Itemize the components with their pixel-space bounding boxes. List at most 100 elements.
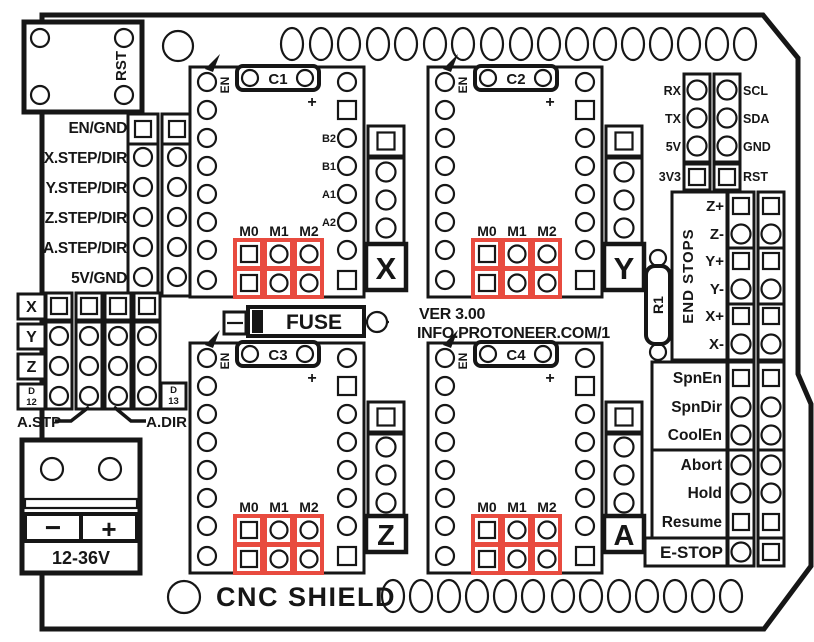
control-pin: Abort: [681, 457, 722, 474]
en-label: EN: [456, 353, 470, 370]
microstep-jumpers-c3: M0 M1 M2: [233, 499, 324, 575]
comm-left-label: RX: [664, 84, 682, 98]
signal-row-label: Y.STEP/DIR: [46, 180, 128, 197]
m0-label: M0: [239, 223, 259, 239]
end-stops: END STOPS Z+ Z- Y+ Y- X+ X-: [670, 190, 786, 362]
comm-right-label: RST: [743, 170, 768, 184]
power-terminal: − + 12-36V: [19, 437, 143, 576]
cap-id-c1: C1: [268, 71, 287, 88]
m1-label: M1: [269, 499, 289, 515]
cap-id-c2: C2: [506, 71, 525, 88]
axis-label-z: Z: [377, 520, 395, 552]
endstop-pin: X+: [705, 308, 724, 325]
en-label: EN: [218, 77, 232, 94]
m2-label: M2: [299, 223, 319, 239]
m2-label: M2: [537, 223, 557, 239]
grid-row-z: Z: [27, 359, 37, 376]
axis-label-a: A: [614, 520, 635, 552]
power-minus: −: [45, 512, 61, 543]
m2-label: M2: [537, 499, 557, 515]
pin-label-b2: B2: [322, 133, 336, 145]
reset-label: RST: [113, 51, 130, 81]
spindle-pin: SpnEn: [673, 370, 722, 387]
r1-label: R1: [650, 296, 666, 314]
grid-row-x: X: [26, 299, 37, 316]
grid-row-y: Y: [26, 329, 37, 346]
m1-label: M1: [269, 223, 289, 239]
comm-right-label: SCL: [743, 84, 768, 98]
signal-row-label: EN/GND: [69, 120, 128, 137]
a-step-label: A.STP: [17, 414, 61, 431]
control-pin: Hold: [688, 485, 722, 502]
en-label: EN: [456, 77, 470, 94]
grid-d13-num: 13: [168, 396, 179, 407]
fuse-label: FUSE: [286, 311, 342, 334]
spindle-control-block: SpnEn SpnDir CoolEn Abort Hold Resume E-…: [643, 360, 786, 568]
a-dir-label: A.DIR: [146, 414, 187, 431]
comm-right-label: SDA: [743, 112, 769, 126]
fuse: FUSE: [222, 305, 389, 338]
axis-label-x: X: [376, 251, 397, 286]
spindle-pin: SpnDir: [671, 399, 722, 416]
top-header-pads: [279, 26, 758, 62]
mounting-holes: [161, 29, 202, 615]
en-label: EN: [218, 353, 232, 370]
grid-row-d12-num: 12: [26, 397, 37, 408]
axis-label-y: Y: [614, 251, 635, 286]
microstep-jumpers-c4: M0 M1 M2: [471, 499, 562, 575]
endstop-pin: Z+: [706, 198, 724, 215]
a-dir-pointer: [112, 405, 146, 423]
comm-header: RX TX 5V 3V3 SCL SDA GND RST: [659, 72, 771, 192]
comm-right-label: GND: [743, 140, 771, 154]
spindle-pin: CoolEn: [668, 427, 722, 444]
motor-connector-a: A: [601, 400, 647, 555]
m0-label: M0: [239, 499, 259, 515]
motor-connector-y: Y: [601, 124, 647, 293]
motor-connector-x: X: [363, 124, 409, 293]
driver-socket-c4: EN C4 + M0 M1 M2 A: [426, 330, 647, 575]
m0-label: M0: [477, 223, 497, 239]
pin-label-b1: B1: [322, 161, 336, 173]
m1-label: M1: [507, 499, 527, 515]
microstep-jumpers-c2: M0 M1 M2: [471, 223, 562, 299]
reset-button: RST: [21, 19, 145, 115]
comm-left-label: 3V3: [659, 170, 681, 184]
board-name: CNC SHIELD: [216, 582, 396, 612]
motor-connector-z: Z: [363, 400, 409, 555]
cap-plus: +: [545, 370, 554, 387]
grid-row-d12: D: [28, 386, 35, 397]
cap-id-c3: C3: [268, 347, 287, 364]
pin-label-a2: A2: [322, 217, 336, 229]
end-stops-title: END STOPS: [680, 228, 697, 323]
board-version: VER 3.00: [419, 306, 485, 323]
grid-d13: D: [170, 385, 177, 396]
cap-plus: +: [307, 94, 316, 111]
cap-plus: +: [307, 370, 316, 387]
endstop-pin: Y-: [710, 281, 724, 298]
axis-jumper-grid: X Y Z D 12 D 13 A.STP A.DIR: [16, 291, 188, 431]
pin-label-a1: A1: [322, 189, 336, 201]
comm-left-label: TX: [665, 112, 682, 126]
signal-row-label: Z.STEP/DIR: [45, 210, 127, 227]
power-range: 12-36V: [52, 548, 110, 568]
cap-id-c4: C4: [506, 347, 526, 364]
endstop-pin: Y+: [705, 253, 724, 270]
endstop-pin: Z-: [710, 226, 724, 243]
endstop-pin: X-: [709, 336, 724, 353]
cap-plus: +: [545, 94, 554, 111]
a-step-pointer: [55, 405, 91, 423]
signal-row-label: X.STEP/DIR: [44, 150, 127, 167]
m0-label: M0: [477, 499, 497, 515]
board-website: INFO.PROTONEER.COM/1: [417, 325, 610, 342]
estop-label: E-STOP: [660, 543, 723, 562]
driver-socket-c3: EN C3 + M0 M1 M2 Z: [188, 330, 409, 575]
microstep-jumpers-c1: M0 M1 M2: [233, 223, 324, 299]
m1-label: M1: [507, 223, 527, 239]
power-plus: +: [101, 514, 116, 544]
comm-left-label: 5V: [666, 140, 682, 154]
signal-row-label: A.STEP/DIR: [43, 240, 127, 257]
signal-header: EN/GND X.STEP/DIR Y.STEP/DIR Z.STEP/DIR …: [43, 112, 194, 298]
control-pin: Resume: [662, 514, 723, 531]
